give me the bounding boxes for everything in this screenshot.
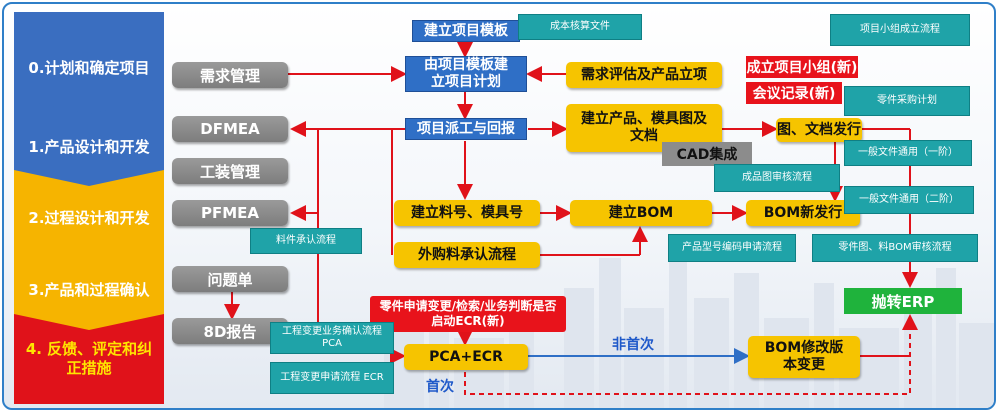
general-doc-2-callout: 一般文件通用（二阶） bbox=[844, 186, 974, 214]
doc-release-box: 图、文档发行 bbox=[776, 118, 862, 142]
phase-1-shape bbox=[14, 98, 164, 196]
project-template-box: 建立项目模板 bbox=[412, 20, 520, 42]
phase-0-shape bbox=[14, 12, 164, 124]
outsourced-approval-box: 外购料承认流程 bbox=[394, 242, 540, 268]
meeting-minutes-tag: 会议记录(新) bbox=[746, 82, 842, 104]
dfmea-box: DFMEA bbox=[172, 116, 288, 142]
purchase-plan-callout: 零件采购计划 bbox=[844, 86, 970, 116]
team-flow-callout: 项目小组成立流程 bbox=[830, 14, 970, 46]
drawing-review-callout: 成品图审核流程 bbox=[714, 164, 840, 192]
phase-4-shape bbox=[14, 314, 164, 404]
pca-ecr-box: PCA+ECR bbox=[404, 344, 528, 370]
phase-3-label: 3.产品和过程确认 bbox=[28, 280, 150, 299]
not-first-label: 非首次 bbox=[612, 337, 654, 353]
bom-review-callout: 零件图、料BOM审核流程 bbox=[812, 234, 978, 262]
pfmea-box: PFMEA bbox=[172, 200, 288, 226]
part-number-box: 建立料号、模具号 bbox=[394, 200, 540, 226]
tooling-management-box: 工装管理 bbox=[172, 158, 288, 184]
phase-3-shape bbox=[14, 240, 164, 340]
phase-4: 4. 反馈、评定和纠正措施 bbox=[14, 314, 164, 404]
phase-2-shape bbox=[14, 170, 164, 266]
first-time-label: 首次 bbox=[426, 379, 454, 395]
phase-0-label: 0.计划和确定项目 bbox=[28, 58, 150, 77]
part-approval-callout: 料件承认流程 bbox=[250, 228, 362, 254]
pca-confirm-callout: 工程变更业务确认流程 PCA bbox=[270, 322, 394, 354]
cost-file-callout: 成本核算文件 bbox=[518, 14, 642, 40]
project-team-tag: 成立项目小组(新) bbox=[746, 56, 858, 78]
phase-4-label: 4. 反馈、评定和纠正措施 bbox=[25, 340, 153, 377]
bom-release-box: BOM新发行 bbox=[746, 200, 860, 226]
project-plan-box: 由项目模板建立项目计划 bbox=[405, 56, 527, 92]
phase-3: 3.产品和过程确认 bbox=[14, 240, 164, 340]
phase-1: 1.产品设计和开发 bbox=[14, 98, 164, 196]
part-code-apply-callout: 产品型号编码申请流程 bbox=[668, 234, 796, 262]
phase-2: 2.过程设计和开发 bbox=[14, 170, 164, 266]
phase-2-label: 2.过程设计和开发 bbox=[28, 208, 150, 227]
erp-transfer-box: 抛转ERP bbox=[844, 288, 962, 314]
report-8d-box: 8D报告 bbox=[172, 318, 288, 344]
demand-evaluation-box: 需求评估及产品立项 bbox=[566, 62, 722, 88]
build-bom-box: 建立BOM bbox=[570, 200, 712, 226]
phase-0: 0.计划和确定项目 bbox=[14, 12, 164, 124]
phase-1-label: 1.产品设计和开发 bbox=[28, 137, 150, 156]
demand-management-box: 需求管理 bbox=[172, 62, 288, 88]
project-dispatch-box: 项目派工与回报 bbox=[405, 118, 527, 140]
ecr-apply-callout: 工程变更申请流程 ECR bbox=[270, 362, 394, 394]
ecr-judgement-tag: 零件申请变更/检索/业务判断是否启动ECR(新) bbox=[370, 296, 566, 332]
issue-ticket-box: 问题单 bbox=[172, 266, 288, 292]
cad-integration-box: CAD集成 bbox=[662, 142, 752, 166]
general-doc-1-callout: 一般文件通用（一阶） bbox=[844, 140, 972, 166]
bom-change-box: BOM修改版本变更 bbox=[748, 336, 860, 378]
